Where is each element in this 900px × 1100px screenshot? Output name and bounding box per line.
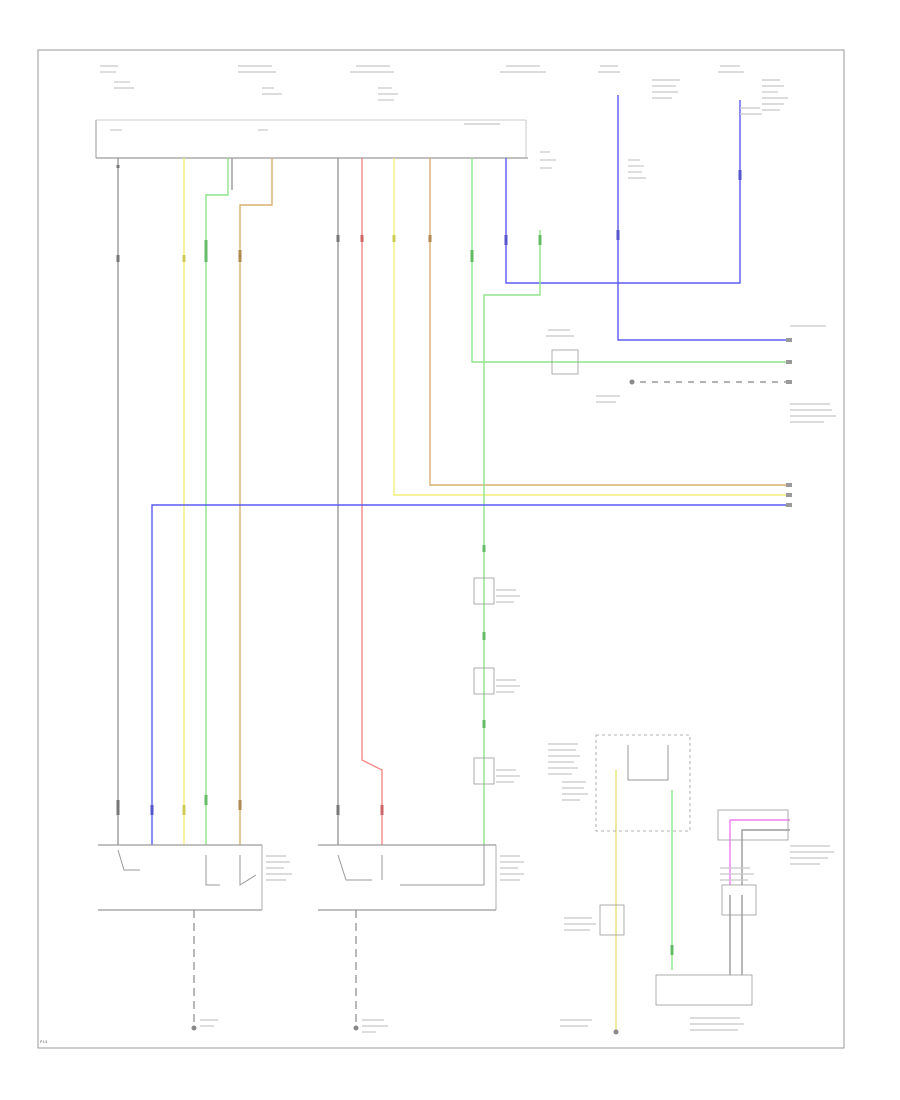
lamp-4 bbox=[551, 349, 579, 375]
page-number: P.1/1 bbox=[40, 1040, 48, 1044]
lamp-5 bbox=[599, 904, 625, 936]
lamps bbox=[473, 349, 625, 936]
switch-assembly-left bbox=[98, 844, 263, 911]
illegible-label-marks bbox=[100, 65, 836, 1033]
wire-yellow-2 bbox=[393, 158, 790, 496]
connector-box-right bbox=[717, 809, 789, 841]
wire-green-3 bbox=[483, 230, 541, 845]
diagram-frame bbox=[37, 49, 845, 1049]
wire-orange-1 bbox=[239, 158, 273, 845]
wire-red-1 bbox=[361, 158, 383, 845]
wire-green-2 bbox=[471, 158, 790, 363]
wire-blue-1 bbox=[505, 100, 741, 284]
module-box-2 bbox=[655, 974, 753, 1006]
lamp-1 bbox=[473, 577, 495, 605]
wire-blue-3 bbox=[617, 95, 790, 341]
module-box-1 bbox=[595, 734, 691, 832]
wire-black-4 bbox=[741, 829, 790, 885]
module-box-3 bbox=[721, 884, 757, 916]
switch-assembly-middle bbox=[318, 844, 497, 911]
wire-green-1 bbox=[205, 158, 229, 845]
ground-symbols bbox=[191, 379, 635, 1035]
wire-blue-2 bbox=[151, 504, 790, 845]
wires bbox=[117, 95, 790, 1030]
lamp-3 bbox=[473, 757, 495, 785]
lamp-2 bbox=[473, 667, 495, 695]
right-modules bbox=[595, 734, 789, 1006]
right-connectors bbox=[786, 338, 792, 507]
fuse-box-top bbox=[95, 119, 528, 159]
wire-orange-2 bbox=[429, 158, 790, 486]
connector-markers bbox=[116, 165, 742, 955]
wire-pink-1 bbox=[729, 819, 790, 885]
